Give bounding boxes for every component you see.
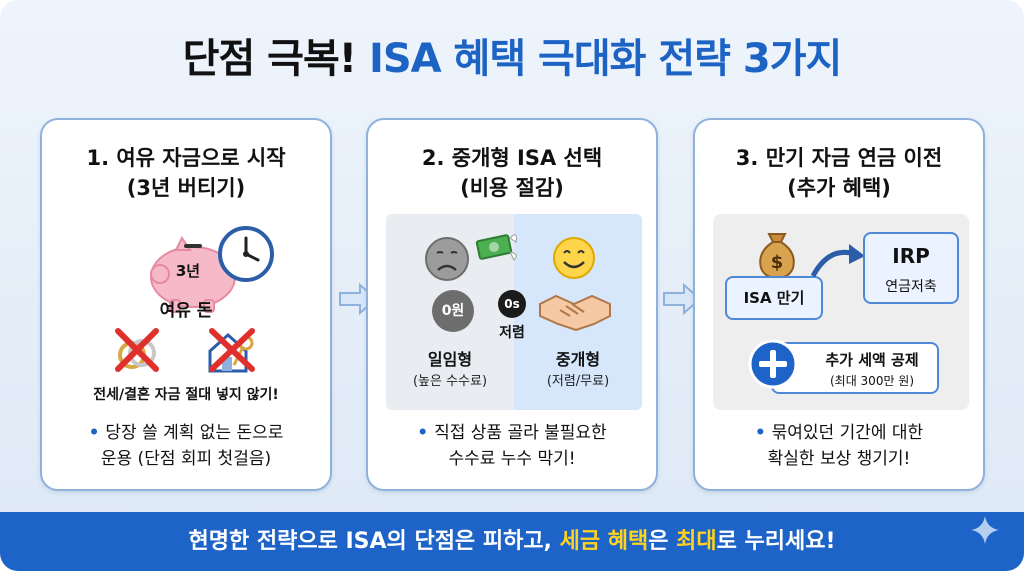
card2-subtitle: (비용 절감) (460, 176, 564, 200)
card1-title: 1. 여유 자금으로 시작 (86, 146, 286, 170)
money-label: 여유 돈 (159, 301, 213, 321)
warning-text: 전세/결혼 자금 절대 넣지 않기! (93, 387, 279, 403)
money-bag-icon: $ (759, 233, 795, 280)
brokerage-sub: (저렴/무료) (546, 374, 610, 389)
footer-highlight-1: 세금 혜택 (559, 529, 649, 554)
card2-title: 2. 중개형 ISA 선택 (421, 146, 603, 170)
footer-highlight-2: 최대 (676, 529, 717, 554)
sad-face-icon (425, 237, 469, 281)
strategy-card-2: 2. 중개형 ISA 선택 (비용 절감) 0원 0s 저렴 (366, 118, 658, 491)
zero-won-coin: 0원 (432, 290, 474, 332)
irp-subtitle: 연금저축 (885, 279, 937, 295)
curved-arrow-icon (810, 244, 865, 278)
irp-title: IRP (892, 244, 930, 268)
page-title: 단점 극복! ISA 혜택 극대화 전략 3가지 (0, 26, 1024, 84)
crossed-house-key-icon (208, 328, 255, 373)
smiling-face-icon (553, 237, 595, 279)
comparison-panel: 0원 0s 저렴 일임형 (높은 수수료) 중개형 (저렴/무료) (386, 214, 642, 410)
footer-text-2: 은 (648, 529, 677, 554)
card3-bullet-line1: • 묶여있던 기간에 대한 (754, 423, 924, 443)
flying-money-icon (475, 234, 517, 261)
discretionary-label: 일임형 (427, 350, 473, 369)
title-part2: ISA 혜택 극대화 전략 3가지 (368, 36, 842, 82)
strategy-card-3: 3. 만기 자금 연금 이전 (추가 혜택) $ ISA 만기 IRP 연금저축… (693, 118, 985, 491)
title-part1: 단점 극복! (182, 36, 357, 82)
card1-subtitle: (3년 버티기) (126, 176, 246, 200)
sparkle-icon (971, 516, 999, 544)
svg-text:$: $ (771, 252, 784, 273)
card3-title: 3. 만기 자금 연금 이전 (735, 146, 943, 170)
irp-box: IRP 연금저축 (863, 232, 959, 304)
card2-bullet-line2: 수수료 누수 막기! (448, 449, 576, 469)
card1-bullet-line2: 운용 (단점 회피 첫걸음) (100, 449, 272, 469)
card3-bullet-line2: 확실한 보상 챙기기! (767, 449, 911, 469)
arrow-right-icon (663, 282, 702, 316)
transfer-panel: $ ISA 만기 IRP 연금저축 추가 세액 공제 (최대 300만 원) (713, 214, 969, 410)
strategy-card-1: 1. 여유 자금으로 시작 (3년 버티기) 3년 여유 돈 (40, 118, 332, 491)
footer-text-3: 로 누리세요! (716, 529, 836, 554)
brokerage-label: 중개형 (555, 350, 601, 369)
tax-credit-tag: 추가 세액 공제 (최대 300만 원) (771, 342, 939, 394)
tax-credit-title: 추가 세액 공제 (825, 351, 919, 369)
cheap-label: 저렴 (499, 325, 525, 341)
plus-circle-icon (748, 339, 798, 389)
piggy-label: 3년 (175, 262, 201, 280)
isa-maturity-box: ISA 만기 (725, 276, 823, 320)
discretionary-sub: (높은 수수료) (412, 374, 488, 389)
tax-credit-sub: (최대 300만 원) (829, 374, 915, 388)
piggy-bank-clock-icon (150, 226, 274, 313)
handshake-icon (539, 294, 611, 332)
card3-subtitle: (추가 혜택) (787, 176, 891, 200)
card2-bullet-line1: • 직접 상품 골라 불필요한 (417, 423, 607, 443)
zero-s-coin: 0s (498, 290, 526, 318)
footer-text-1: 현명한 전략으로 ISA의 단점은 피하고, (188, 529, 560, 554)
footer-banner: 현명한 전략으로 ISA의 단점은 피하고, 세금 혜택은 최대로 누리세요! (0, 512, 1024, 571)
card1-bullet-line1: • 당장 쓸 계획 없는 돈으로 (88, 423, 284, 443)
crossed-ring-icon (115, 328, 159, 372)
